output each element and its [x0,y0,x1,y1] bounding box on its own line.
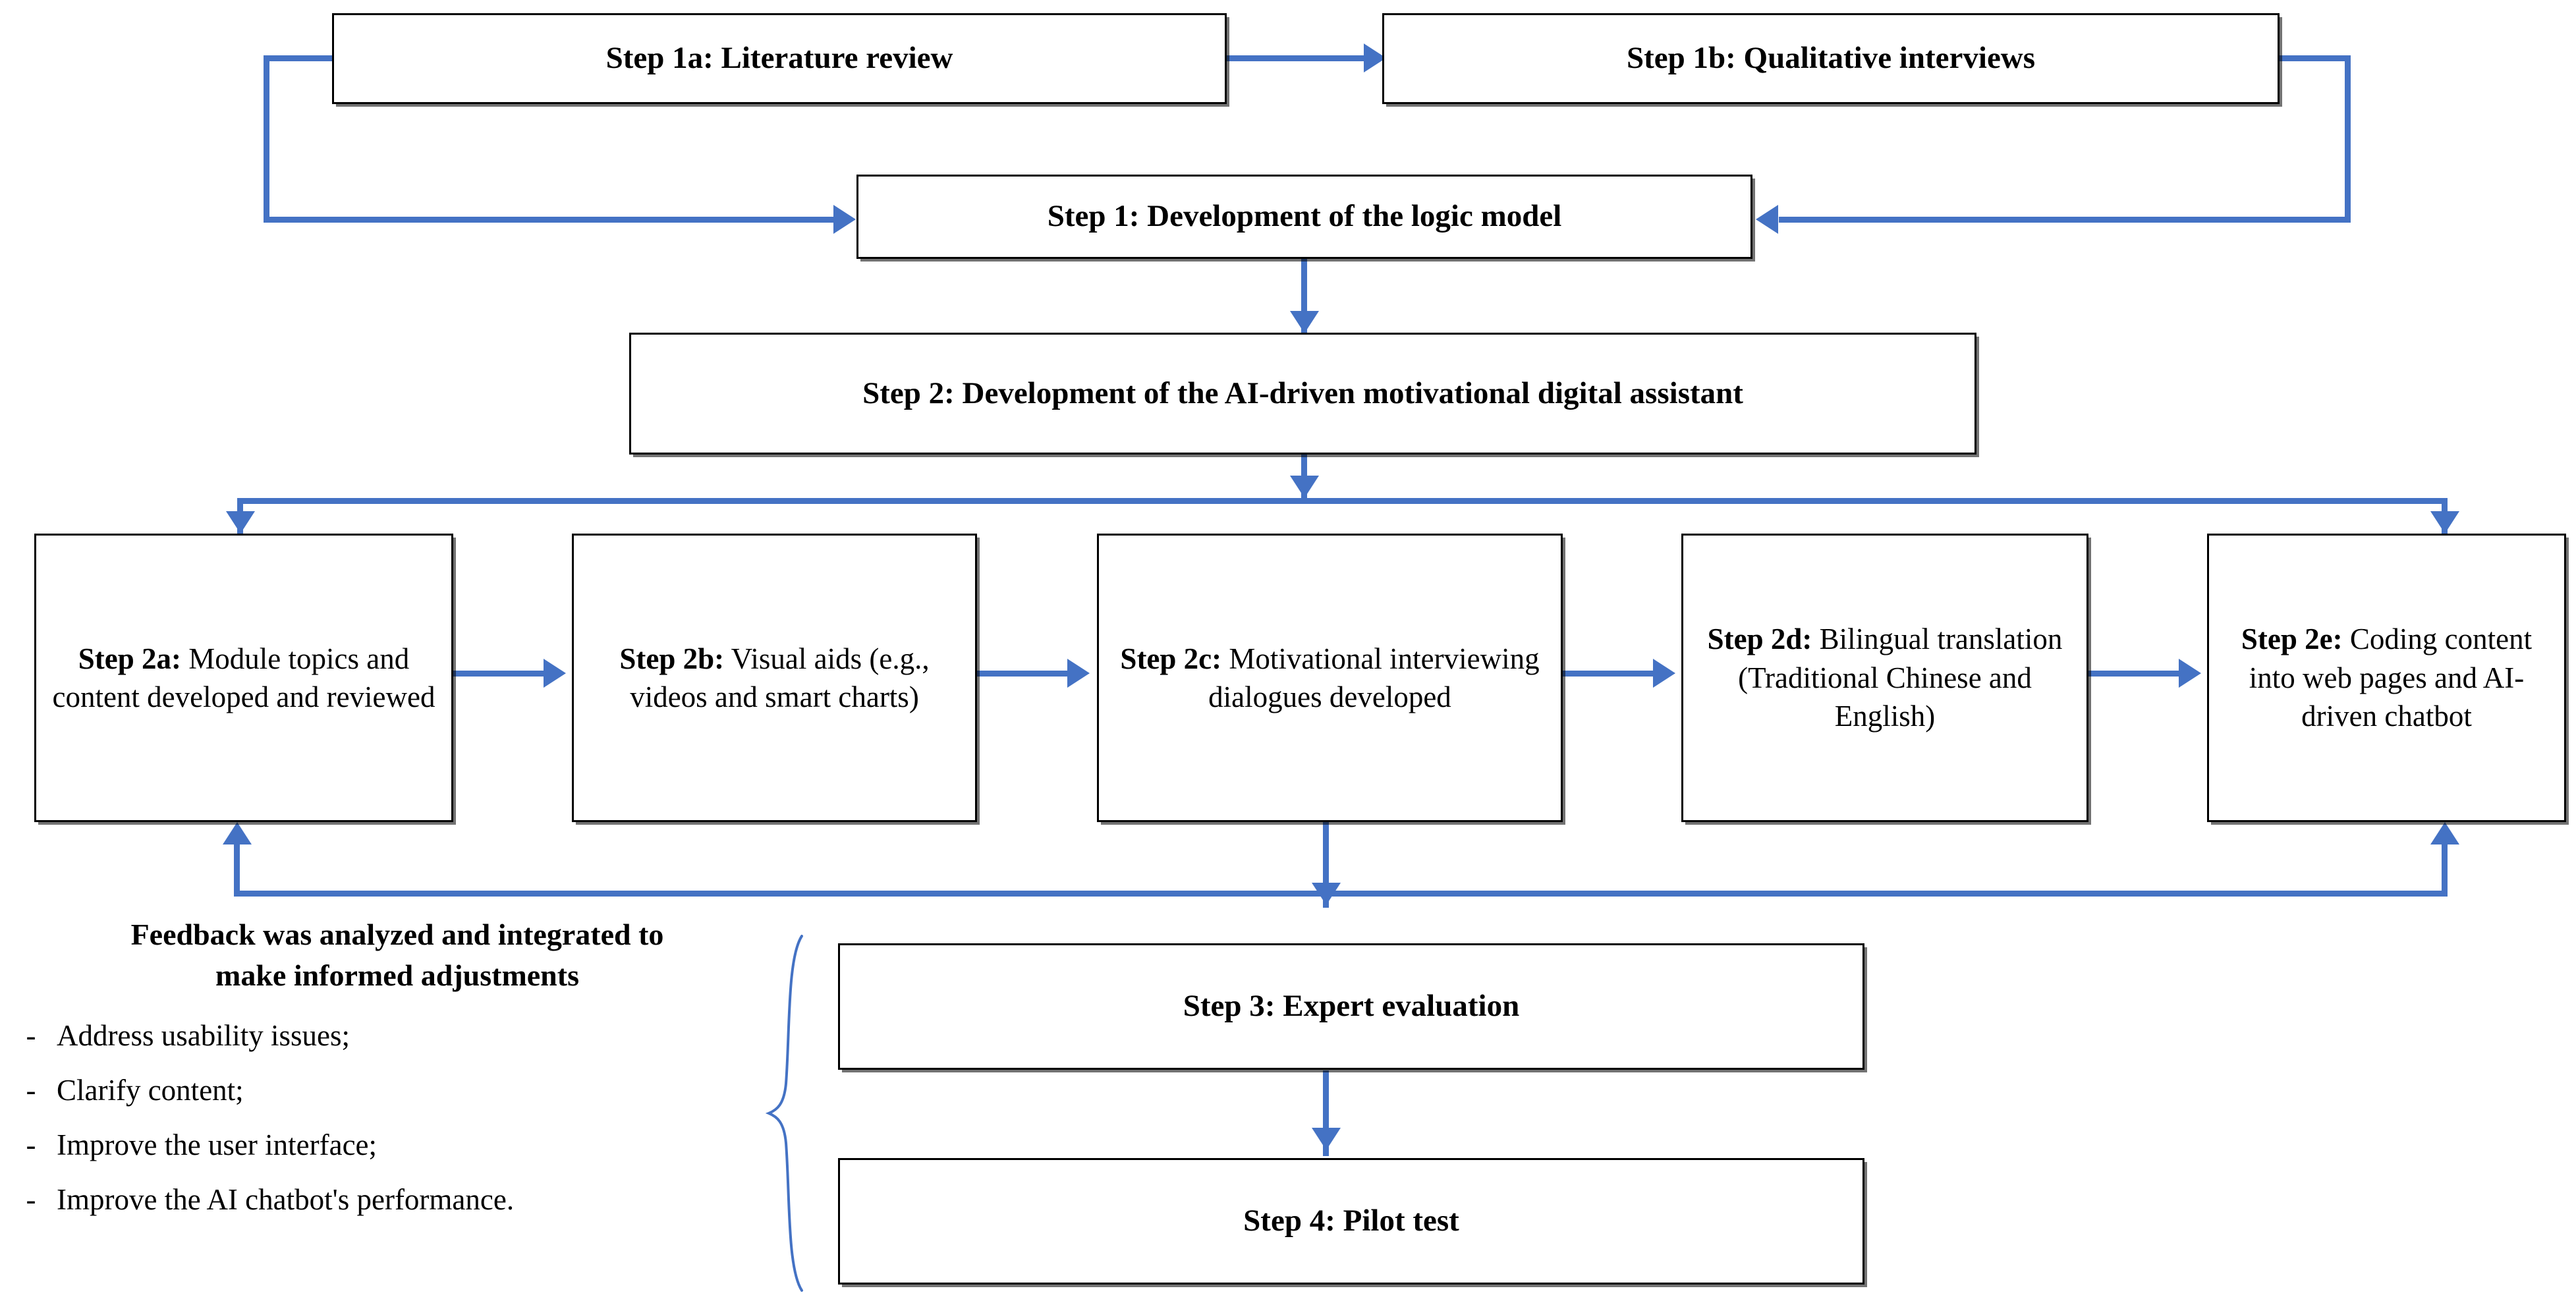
feedback-item-text: Address usability issues; [57,1019,350,1053]
step-1-label-rest: : Development of the logic model [1129,199,1562,234]
step-2e-label-rest: Coding content into web pages and AI-dri… [2249,623,2533,733]
node-step-4[interactable]: Step 4: Pilot test [838,1158,1864,1285]
distribution-bus [237,498,2448,504]
bullet-dash-icon: - [26,1128,36,1162]
connector-2b-to-2c [977,671,1076,677]
list-item: - Improve the AI chatbot's performance. [5,1185,789,1215]
connector-2a-to-2b [453,671,552,677]
connector-1b-right-segment [2280,55,2351,61]
list-item: - Address usability issues; [5,1021,789,1051]
feedback-loop-bar [234,891,2448,897]
bullet-dash-icon: - [26,1019,36,1053]
connector-1a-to-1b [1227,55,1375,61]
connector-1a-down-segment [264,55,269,223]
step-2b-label-rest: Visual aids (e.g., videos and smart char… [630,642,930,714]
arrow-feedback-into-step2a [223,822,252,844]
step-2-label-rest: : Development of the AI-driven motivatio… [944,375,1743,410]
node-step-1b[interactable]: Step 1b: Qualitative interviews [1382,13,2280,104]
step-1a-label-rest: : Literature review [703,41,953,76]
step-2d-label-rest: Bilingual translation (Traditional Chine… [1738,623,2063,733]
step-2a-label-bold: Step 2a: [78,642,182,675]
connector-1b-down-segment [2345,55,2351,223]
step-2a-label-rest: Module topics and content developed and … [52,642,435,714]
arrow-into-step1-left [833,205,856,234]
step-2-label-bold: Step 2 [862,375,945,410]
step-1b-label-rest: : Qualitative interviews [1725,41,2036,76]
feedback-loop-riser-left [234,833,240,894]
step-2c-label-rest: Motivational interviewing dialogues deve… [1208,642,1540,714]
bullet-dash-icon: - [26,1183,36,1217]
feedback-loop-riser-right [2442,833,2448,894]
bullet-dash-icon: - [26,1074,36,1107]
list-item: - Improve the user interface; [5,1130,789,1160]
connector-step1-to-step2 [1301,257,1307,333]
arrow-step1-to-step2 [1290,311,1319,333]
node-step-3[interactable]: Step 3: Expert evaluation [838,943,1864,1070]
step-1-label-bold: Step 1 [1047,199,1129,234]
feedback-title: Feedback was analyzed and integrated to … [5,914,789,996]
list-item: - Clarify content; [5,1076,789,1105]
arrow-2d-to-2e [2179,659,2201,688]
curly-brace-icon [765,935,803,1292]
step-2c-label-bold: Step 2c: [1120,642,1222,675]
node-step-2b[interactable]: Step 2b: Visual aids (e.g., videos and s… [572,534,977,822]
connector-step3-to-step4 [1323,1070,1329,1156]
feedback-item-text: Clarify content; [57,1074,244,1107]
connector-1a-into-step1 [264,217,843,223]
arrow-into-step1-right [1756,205,1778,234]
node-step-2a[interactable]: Step 2a: Module topics and content devel… [34,534,453,822]
arrow-2b-to-2c [1067,659,1090,688]
feedback-item-list: - Address usability issues; - Clarify co… [5,1021,789,1215]
step-1b-label-bold: Step 1b [1626,41,1726,76]
connector-2row-to-step3 [1323,822,1329,908]
node-step-2d[interactable]: Step 2d: Bilingual translation (Traditio… [1681,534,2088,822]
step-4-label-bold: Step 4 [1243,1204,1326,1238]
step-2e-label-bold: Step 2e: [2241,623,2343,656]
arrow-bus-to-step2e [2430,511,2459,534]
feedback-title-line-1: Feedback was analyzed and integrated to [130,918,664,951]
node-step-2c[interactable]: Step 2c: Motivational interviewing dialo… [1097,534,1563,822]
step-1a-label-bold: Step 1a [605,41,704,76]
feedback-title-line-2: make informed adjustments [215,958,579,993]
step-4-label-rest: : Pilot test [1325,1204,1459,1238]
feedback-item-text: Improve the user interface; [57,1128,378,1162]
node-step-2e[interactable]: Step 2e: Coding content into web pages a… [2207,534,2566,822]
node-step-2[interactable]: Step 2: Development of the AI-driven mot… [629,333,1976,455]
feedback-annotation: Feedback was analyzed and integrated to … [5,914,789,1215]
arrow-2c-to-2d [1653,659,1675,688]
connector-1a-left-segment [264,55,335,61]
step-2b-label-bold: Step 2b: [619,642,725,675]
arrow-step2-to-bus [1290,476,1319,498]
arrow-step3-to-step4 [1312,1128,1341,1150]
arrow-bus-to-step2a [226,511,255,534]
connector-2c-to-2d [1563,671,1662,677]
node-step-1a[interactable]: Step 1a: Literature review [332,13,1227,104]
arrow-2a-to-2b [544,659,566,688]
arrow-feedback-into-step2e [2430,822,2459,844]
step-3-label-rest: : Expert evaluation [1264,989,1520,1024]
step-2d-label-bold: Step 2d: [1707,623,1812,656]
step-3-label-bold: Step 3 [1183,989,1265,1024]
feedback-item-text: Improve the AI chatbot's performance. [57,1183,515,1217]
connector-1b-into-step1 [1779,217,2351,223]
node-step-1[interactable]: Step 1: Development of the logic model [856,175,1752,259]
connector-2d-to-2e [2088,671,2187,677]
